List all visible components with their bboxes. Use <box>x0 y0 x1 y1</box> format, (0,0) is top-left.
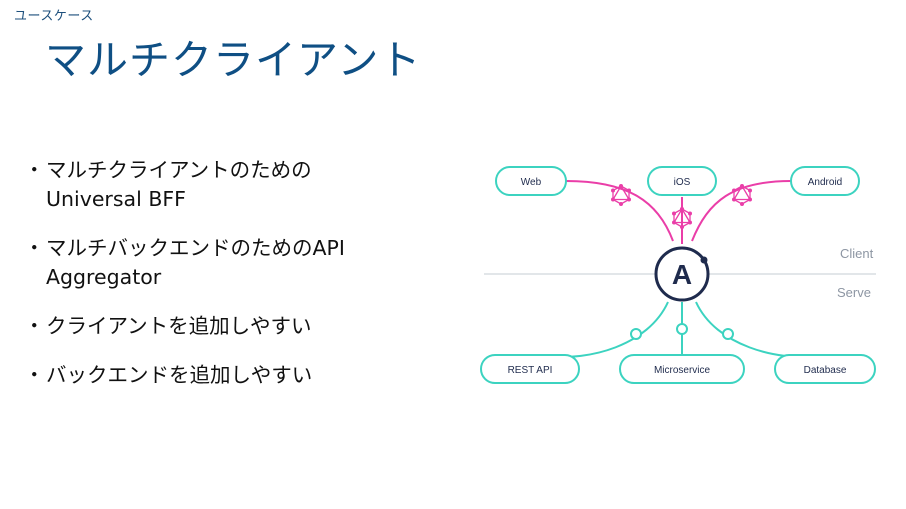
bullet-text-line: Aggregator <box>46 265 162 289</box>
server-layer-label: Serve <box>837 285 871 300</box>
bullet-marker: ・ <box>24 236 45 260</box>
apollo-logo-letter: A <box>672 259 692 290</box>
link-gateway-to-rest <box>547 301 669 358</box>
architecture-diagram: Web iOS Android Client Serve A <box>478 156 888 396</box>
server-node-database: Database <box>774 354 876 384</box>
connector-icon <box>630 328 642 340</box>
graphql-icon <box>672 207 692 229</box>
bullet-item: ・ クライアントを追加しやすい <box>24 312 424 341</box>
client-node-label: Android <box>808 177 842 188</box>
bullet-text-line: バックエンドを追加しやすい <box>46 363 313 387</box>
bullet-item: ・ マルチバックエンドのためのAPI Aggregator <box>24 234 424 292</box>
client-layer-label: Client <box>840 246 874 261</box>
bullet-marker: ・ <box>24 158 45 182</box>
bullet-text-line: Universal BFF <box>46 187 186 211</box>
link-gateway-to-database <box>695 301 819 358</box>
server-node-label: REST API <box>508 365 553 376</box>
bullet-item: ・ バックエンドを追加しやすい <box>24 361 424 390</box>
bullet-list: ・ マルチクライアントのための Universal BFF ・ マルチバックエン… <box>24 156 424 410</box>
client-node-android: Android <box>790 166 860 196</box>
server-node-label: Database <box>804 365 847 376</box>
connector-icon <box>722 328 734 340</box>
server-node-rest-api: REST API <box>480 354 580 384</box>
section-label: ユースケース <box>14 9 94 24</box>
slide-title: マルチクライアント <box>45 36 422 84</box>
link-android-to-gateway <box>691 180 792 242</box>
link-web-to-gateway <box>565 180 674 242</box>
architecture-svg: Web iOS Android Client Serve A <box>480 166 876 384</box>
graphql-icon <box>732 184 752 206</box>
bullet-text-line: マルチバックエンドのためのAPI <box>46 236 345 260</box>
client-node-ios: iOS <box>647 166 717 196</box>
client-node-web: Web <box>495 166 567 196</box>
graphql-icon <box>611 184 631 206</box>
apollo-logo-icon: A <box>654 246 710 302</box>
server-node-microservice: Microservice <box>619 354 745 384</box>
bullet-marker: ・ <box>24 314 45 338</box>
client-node-label: Web <box>521 177 542 188</box>
bullet-item: ・ マルチクライアントのための Universal BFF <box>24 156 424 214</box>
bullet-marker: ・ <box>24 363 45 387</box>
client-node-label: iOS <box>674 177 691 188</box>
bullet-text-line: クライアントを追加しやすい <box>46 314 312 338</box>
server-node-label: Microservice <box>654 365 711 376</box>
bullet-text-line: マルチクライアントのための <box>46 158 312 182</box>
connector-icon <box>676 323 688 335</box>
